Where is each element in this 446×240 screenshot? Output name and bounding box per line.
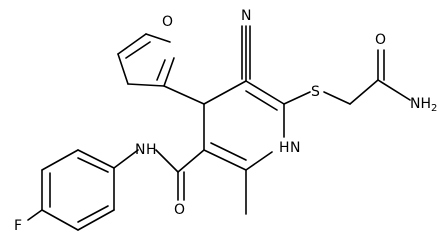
atom-label-hydrogen: H bbox=[279, 140, 290, 156]
bond bbox=[155, 149, 179, 173]
bond bbox=[113, 149, 139, 169]
bond bbox=[156, 59, 166, 81]
bond bbox=[117, 53, 129, 85]
bond bbox=[77, 209, 115, 231]
atom-label-oxygen: O bbox=[174, 202, 185, 218]
atom-label-nitrogen: N bbox=[290, 140, 300, 156]
bond bbox=[323, 91, 351, 105]
bond bbox=[245, 80, 285, 105]
bond bbox=[210, 142, 247, 161]
bond bbox=[163, 85, 205, 105]
atom-label-fluorine: F bbox=[14, 218, 22, 234]
atom-label-oxygen: O bbox=[162, 14, 173, 30]
bond bbox=[177, 149, 205, 173]
amine-subscript: 2 bbox=[431, 103, 437, 114]
dihydropyridine-ring bbox=[203, 80, 285, 171]
atom-label-nitrogen: N bbox=[135, 142, 145, 158]
bond bbox=[27, 209, 43, 221]
amine-text: NH bbox=[410, 96, 431, 112]
bond bbox=[41, 209, 79, 231]
bond bbox=[127, 83, 165, 87]
atom-label-amine: NH2 bbox=[410, 96, 437, 114]
bond bbox=[283, 91, 311, 105]
bond bbox=[145, 33, 171, 43]
bond bbox=[163, 57, 175, 87]
bond bbox=[203, 149, 247, 171]
bond bbox=[377, 79, 411, 101]
bond bbox=[41, 149, 79, 171]
bond bbox=[349, 79, 379, 105]
atom-label-nitrogen: N bbox=[241, 8, 251, 24]
fluorophenyl-ring bbox=[41, 149, 115, 231]
bond bbox=[117, 33, 147, 55]
bond bbox=[77, 149, 115, 169]
atom-label-hydrogen: H bbox=[146, 142, 157, 158]
bond bbox=[77, 205, 109, 223]
furan-ring bbox=[117, 33, 175, 87]
atom-label-sulfur: S bbox=[311, 84, 320, 100]
bond bbox=[245, 151, 273, 171]
atom-label-oxygen: O bbox=[375, 32, 386, 48]
bond bbox=[203, 80, 247, 105]
bond bbox=[125, 41, 151, 59]
bond bbox=[77, 157, 109, 173]
bond bbox=[245, 90, 278, 111]
